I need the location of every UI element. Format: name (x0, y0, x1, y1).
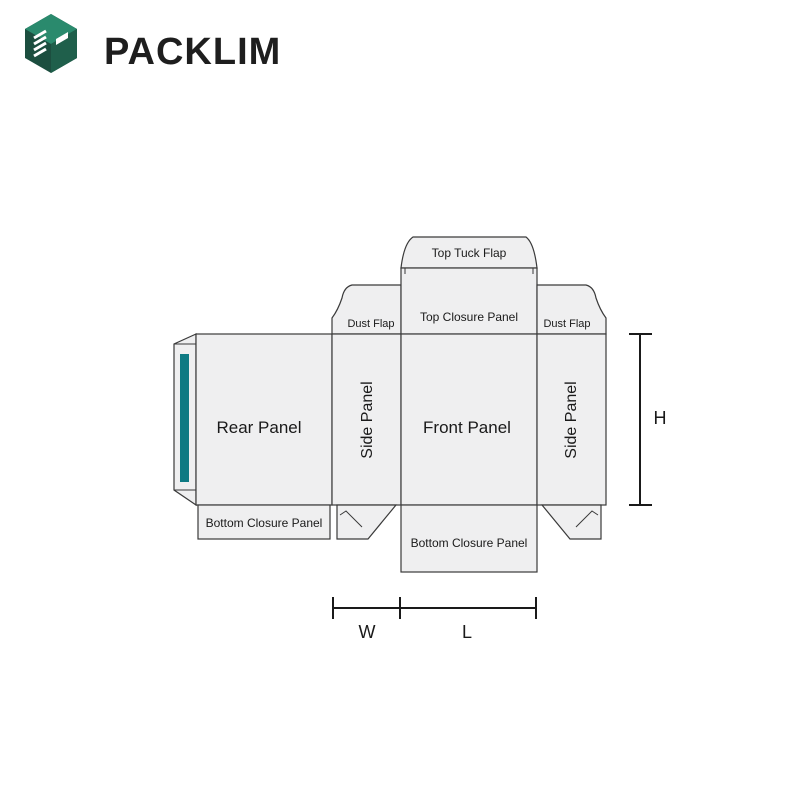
top-tuck-flap (400, 236, 538, 269)
bottom-closure-center (400, 504, 538, 573)
side-panel-right (536, 333, 607, 506)
top-tuck-flap-label: Top Tuck Flap (432, 246, 507, 260)
rear-panel (195, 333, 333, 506)
width-label: W (359, 622, 376, 642)
bottom-tuck-right (540, 504, 602, 540)
side-panel-left (331, 333, 402, 506)
dust-flap-left-label: Dust Flap (347, 318, 394, 330)
brand-name: PACKLIM (104, 31, 282, 73)
front-panel-label: Front Panel (423, 418, 511, 437)
brand-logo: PACKLIM (20, 12, 282, 73)
dust-flap-right-label: Dust Flap (543, 318, 590, 330)
dust-flap-left (331, 284, 402, 335)
length-label: L (462, 622, 472, 642)
hexagon-cube-icon (25, 14, 77, 73)
window-strip (180, 354, 189, 482)
side-panel-left-label: Side Panel (359, 381, 376, 458)
rear-panel-label: Rear Panel (216, 418, 301, 437)
bottom-closure-left-label: Bottom Closure Panel (206, 516, 323, 530)
height-label: H (654, 408, 667, 428)
top-closure-panel-label: Top Closure Panel (420, 310, 518, 324)
height-dimension-line (629, 333, 652, 506)
bottom-closure-left (197, 504, 331, 540)
width-length-dimension-line (332, 597, 537, 619)
side-panel-right-label: Side Panel (563, 381, 580, 458)
front-panel (400, 333, 538, 506)
top-closure-panel (400, 267, 538, 335)
bottom-closure-center-label: Bottom Closure Panel (411, 536, 528, 550)
bottom-tuck-left (336, 504, 398, 540)
dust-flap-right (536, 284, 607, 335)
